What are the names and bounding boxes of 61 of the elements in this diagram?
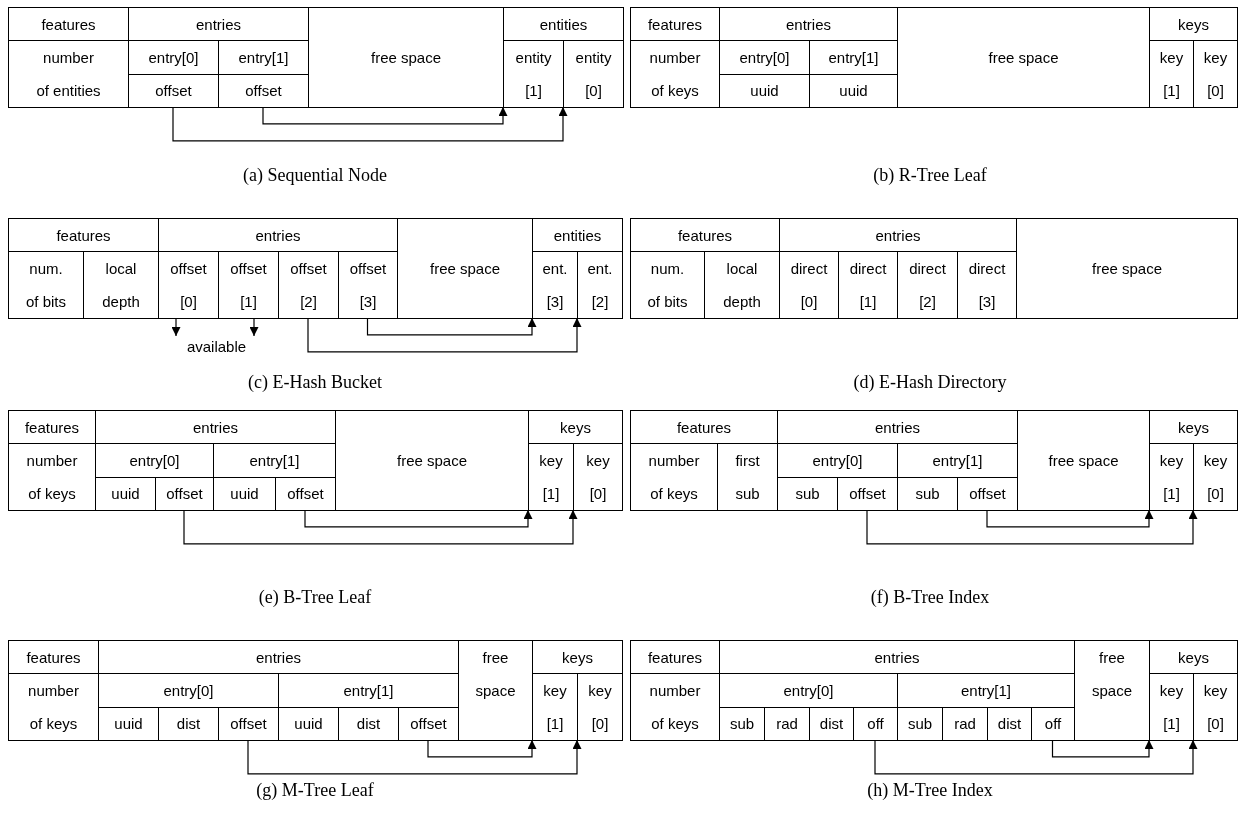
record-segment: key [0] [573, 443, 623, 511]
record-segment: num. of bits [8, 251, 84, 319]
record-segment: keys [528, 410, 623, 445]
record-segment: features [630, 640, 720, 675]
record-segment: key [0] [577, 673, 623, 741]
record-segment: keys [1149, 640, 1238, 675]
pointer-arrow [262, 106, 508, 125]
record-segment: features [630, 410, 778, 445]
record-segment: features [8, 640, 99, 675]
figure-caption: (a) Sequential Node [243, 164, 387, 186]
record-segment: entities [503, 7, 624, 42]
record-segment: num. of bits [630, 251, 705, 319]
record-segment: number of keys [630, 673, 720, 741]
record-segment: free space [897, 7, 1150, 108]
figure-caption: (e) B-Tree Leaf [258, 586, 372, 608]
record-segment: free space [308, 7, 504, 108]
pointer-arrow [366, 317, 537, 336]
record-segment: free space [1074, 640, 1150, 741]
figure-caption: (c) E-Hash Bucket [248, 371, 382, 393]
figure-caption: (h) M-Tree Index [867, 779, 993, 801]
pointer-arrow [1051, 739, 1154, 758]
record-segment: number of entities [8, 40, 129, 108]
pointer-arrow [427, 739, 537, 758]
record-segment: features [8, 410, 96, 445]
pointer-arrow [866, 509, 1198, 545]
figure-caption: (d) E-Hash Directory [853, 371, 1007, 393]
record-segment: key [0] [1193, 40, 1238, 108]
record-segment: keys [1149, 7, 1238, 42]
pointer-arrow [172, 106, 568, 142]
pointer-arrow [247, 739, 582, 775]
pointer-arrow [304, 509, 533, 528]
figure-caption: (g) M-Tree Leaf [256, 779, 374, 801]
record-segment: number of keys [630, 443, 718, 511]
pointer-arrow [874, 739, 1198, 775]
record-segment: free space [397, 218, 533, 319]
record-segment: free space [1017, 410, 1150, 511]
record-segment: features [630, 7, 720, 42]
record-segment: free space [458, 640, 533, 741]
figure-caption: (b) R-Tree Leaf [873, 164, 987, 186]
record-segment: keys [1149, 410, 1238, 445]
record-segment: key [0] [1193, 673, 1238, 741]
record-segment: number of keys [8, 673, 99, 741]
pointer-arrow [171, 317, 181, 337]
pointer-arrow [986, 509, 1154, 528]
record-segment: features [8, 7, 129, 42]
record-segment: entities [532, 218, 623, 253]
record-segment: features [8, 218, 159, 253]
pointer-arrow [307, 317, 582, 353]
pointer-arrow [249, 317, 259, 337]
record-segment: free space [1016, 218, 1238, 319]
record-segment: features [630, 218, 780, 253]
record-segment: number of keys [8, 443, 96, 511]
figure-caption: (f) B-Tree Index [870, 586, 990, 608]
annotation-text: available [168, 336, 265, 357]
record-segment: ent. [2] [577, 251, 623, 319]
pointer-arrow [183, 509, 578, 545]
record-segment: entity [0] [563, 40, 624, 108]
record-segment: number of keys [630, 40, 720, 108]
record-segment: keys [532, 640, 623, 675]
record-segment: key [0] [1193, 443, 1238, 511]
record-segment: free space [335, 410, 529, 511]
